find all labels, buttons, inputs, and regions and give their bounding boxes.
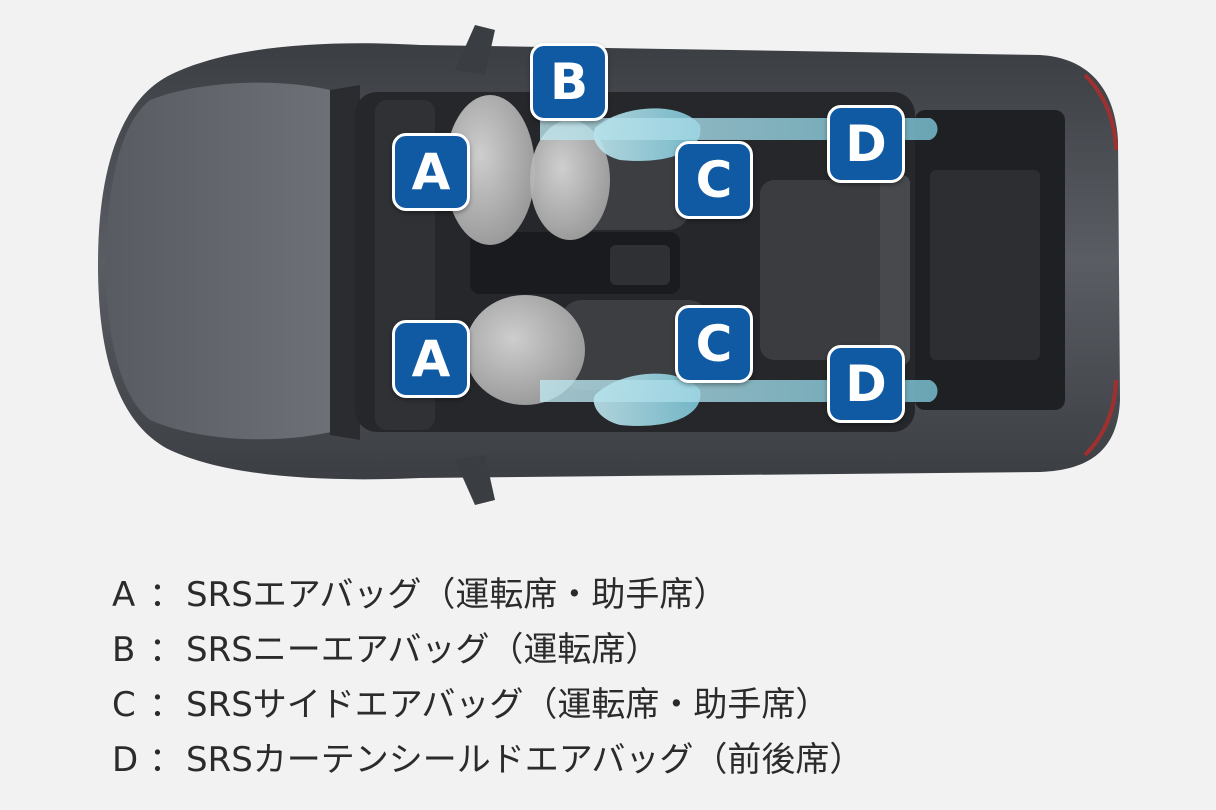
- legend-separator: ：: [149, 630, 183, 670]
- legend-separator: ：: [149, 575, 183, 615]
- legend-item-b: B ：SRSニーエアバッグ（運転席）: [112, 623, 863, 678]
- car-top-view-illustration: [98, 25, 1120, 505]
- marker-a-driver: A: [392, 133, 470, 211]
- legend-key: B: [112, 630, 136, 670]
- marker-c-passenger: C: [675, 305, 753, 383]
- legend-text: SRSニーエアバッグ（運転席）: [186, 630, 660, 670]
- airbag-legend: A：SRSエアバッグ（運転席・助手席） B：SRSニーエアバッグ（運転席） C：…: [112, 568, 863, 788]
- legend-text: SRSカーテンシールドエアバッグ（前後席）: [186, 740, 864, 780]
- airbag-a-driver: [445, 95, 535, 245]
- marker-d-passenger: D: [827, 345, 905, 423]
- marker-a-passenger: A: [392, 320, 470, 398]
- legend-item-d: D：SRSカーテンシールドエアバッグ（前後席）: [112, 733, 863, 788]
- legend-text: SRSエアバッグ（運転席・助手席）: [186, 575, 728, 615]
- passenger-seat: [560, 300, 710, 390]
- marker-b: B: [530, 43, 608, 121]
- legend-separator: ：: [149, 685, 183, 725]
- car-hood: [106, 82, 340, 440]
- rear-seat: [760, 180, 910, 360]
- legend-text: SRSサイドエアバッグ（運転席・助手席）: [186, 685, 830, 725]
- legend-separator: ：: [149, 740, 183, 780]
- airbag-b-knee: [530, 120, 610, 240]
- legend-key: D: [112, 740, 139, 780]
- marker-d-driver: D: [827, 105, 905, 183]
- legend-key: A: [112, 575, 136, 615]
- legend-key: C: [112, 685, 136, 725]
- legend-item-c: C ：SRSサイドエアバッグ（運転席・助手席）: [112, 678, 863, 733]
- airbag-a-passenger: [465, 295, 585, 405]
- marker-c-driver: C: [675, 141, 753, 219]
- left-mirror: [455, 25, 495, 75]
- legend-item-a: A ：SRSエアバッグ（運転席・助手席）: [112, 568, 863, 623]
- right-mirror: [455, 455, 495, 505]
